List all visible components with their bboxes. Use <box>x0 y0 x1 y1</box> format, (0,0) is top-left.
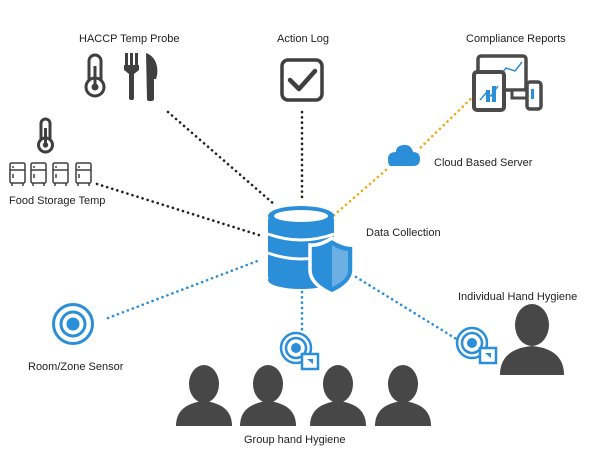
cloud-icon <box>388 144 420 166</box>
link-individual <box>354 275 460 342</box>
person-icon <box>310 365 366 426</box>
link-room-sensor <box>106 258 262 320</box>
link-haccp <box>166 110 277 207</box>
person-icon <box>176 365 232 426</box>
devices-charts-icon <box>472 54 543 112</box>
fridge-icon <box>75 162 92 186</box>
fridge-icon <box>30 162 47 186</box>
thermometer-icon <box>84 53 106 98</box>
room-sensor-label: Room/Zone Sensor <box>28 361 124 373</box>
fridge-icon <box>52 162 69 186</box>
link-food-storage <box>95 182 264 238</box>
tag-sensor-icon <box>455 326 498 365</box>
fridge-icon <box>9 162 26 186</box>
cloud-label: Cloud Based Server <box>434 157 533 169</box>
compliance-label: Compliance Reports <box>466 33 566 45</box>
connectors <box>95 90 480 342</box>
individual-label: Individual Hand Hygiene <box>458 291 578 303</box>
shield-icon <box>308 235 356 296</box>
fork-knife-icon <box>124 53 158 101</box>
person-icon <box>500 304 564 375</box>
checkbox-icon <box>280 58 324 102</box>
food-storage-label: Food Storage Temp <box>9 195 106 207</box>
action-log-label: Action Log <box>277 33 329 45</box>
tag-sensor-icon <box>279 331 320 371</box>
link-cloud <box>331 168 388 218</box>
thermometer-icon <box>37 117 54 154</box>
person-icon <box>375 365 431 426</box>
link-compliance <box>416 90 480 152</box>
hub-label: Data Collection <box>366 227 441 239</box>
wireless-sensor-icon <box>52 303 94 345</box>
haccp-label: HACCP Temp Probe <box>79 33 180 45</box>
person-icon <box>240 365 296 426</box>
group-label: Group hand Hygiene <box>244 434 346 446</box>
